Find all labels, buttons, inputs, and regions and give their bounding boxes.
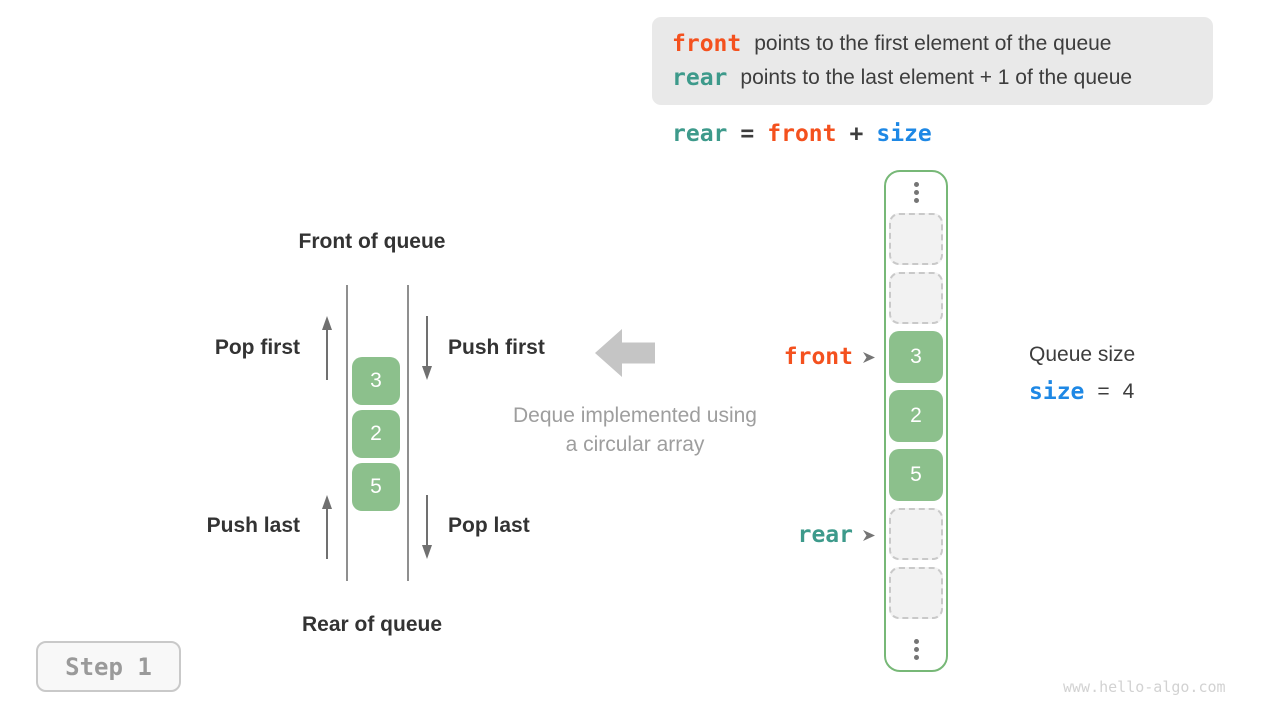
- dot: [913, 182, 919, 187]
- formula: rear = front + size: [672, 121, 932, 147]
- array-cell-empty: [889, 272, 943, 324]
- formula-front: front: [767, 121, 837, 147]
- legend-box: front points to the first element of the…: [652, 17, 1213, 105]
- formula-size: size: [876, 121, 932, 147]
- pop-last-label: Pop last: [448, 514, 530, 537]
- array-cell-filled: 2: [889, 390, 943, 442]
- array-cell-empty: [889, 567, 943, 619]
- front-pointer-label: front: [783, 344, 853, 370]
- queue-size-title: Queue size: [1029, 343, 1136, 366]
- deque-cell: 2: [352, 410, 400, 458]
- circular-array: 3 2 5: [884, 170, 948, 672]
- caption: Deque implemented using a circular array: [490, 401, 780, 459]
- queue-size-value: size = 4: [1029, 379, 1134, 405]
- step-badge: Step 1: [36, 641, 181, 692]
- front-keyword: front: [672, 31, 742, 57]
- watermark: www.hello-algo.com: [1063, 678, 1226, 696]
- caption-line1: Deque implemented using: [513, 404, 757, 427]
- array-cell-empty: [889, 213, 943, 265]
- rear-pointer-label: rear: [797, 522, 853, 548]
- ellipsis-icon: [913, 639, 919, 660]
- arrow-down-pop-last-icon: [422, 495, 432, 559]
- dot: [913, 639, 919, 644]
- dot: [913, 647, 919, 652]
- formula-rear: rear: [672, 121, 728, 147]
- pop-first-label: Pop first: [214, 336, 300, 359]
- rear-pointer-arrow-icon: [863, 529, 875, 541]
- push-last-label: Push last: [206, 514, 300, 537]
- legend-rear-text: points to the last element + 1 of the qu…: [740, 66, 1133, 89]
- legend-line-rear: rear points to the last element + 1 of t…: [672, 65, 1213, 91]
- deque-cell: 3: [352, 357, 400, 405]
- dot: [913, 190, 919, 195]
- size-keyword: size: [1029, 379, 1085, 405]
- arrow-up-pop-first-icon: [322, 316, 332, 380]
- rear-keyword: rear: [672, 65, 728, 91]
- legend-line-front: front points to the first element of the…: [672, 31, 1213, 57]
- front-of-queue-label: Front of queue: [298, 230, 446, 253]
- dot: [913, 655, 919, 660]
- front-pointer-arrow-icon: [863, 351, 875, 363]
- deque-channel: [346, 285, 409, 581]
- front-pointer: front: [700, 344, 876, 370]
- size-equals: =: [1097, 380, 1110, 403]
- push-first-label: Push first: [448, 336, 545, 359]
- caption-line2: a circular array: [565, 433, 705, 456]
- deque-cell: 5: [352, 463, 400, 511]
- arrow-down-push-first-icon: [422, 316, 432, 380]
- rear-of-queue-label: Rear of queue: [301, 613, 443, 636]
- array-cell-empty: [889, 508, 943, 560]
- ellipsis-icon: [913, 182, 919, 203]
- size-value: 4: [1122, 380, 1135, 403]
- arrow-up-push-last-icon: [322, 495, 332, 559]
- array-cell-filled: 3: [889, 331, 943, 383]
- dot: [913, 198, 919, 203]
- formula-equals: =: [740, 121, 755, 147]
- legend-front-text: points to the first element of the queue: [754, 32, 1112, 55]
- array-cell-filled: 5: [889, 449, 943, 501]
- rear-pointer: rear: [700, 522, 876, 548]
- formula-plus: +: [849, 121, 864, 147]
